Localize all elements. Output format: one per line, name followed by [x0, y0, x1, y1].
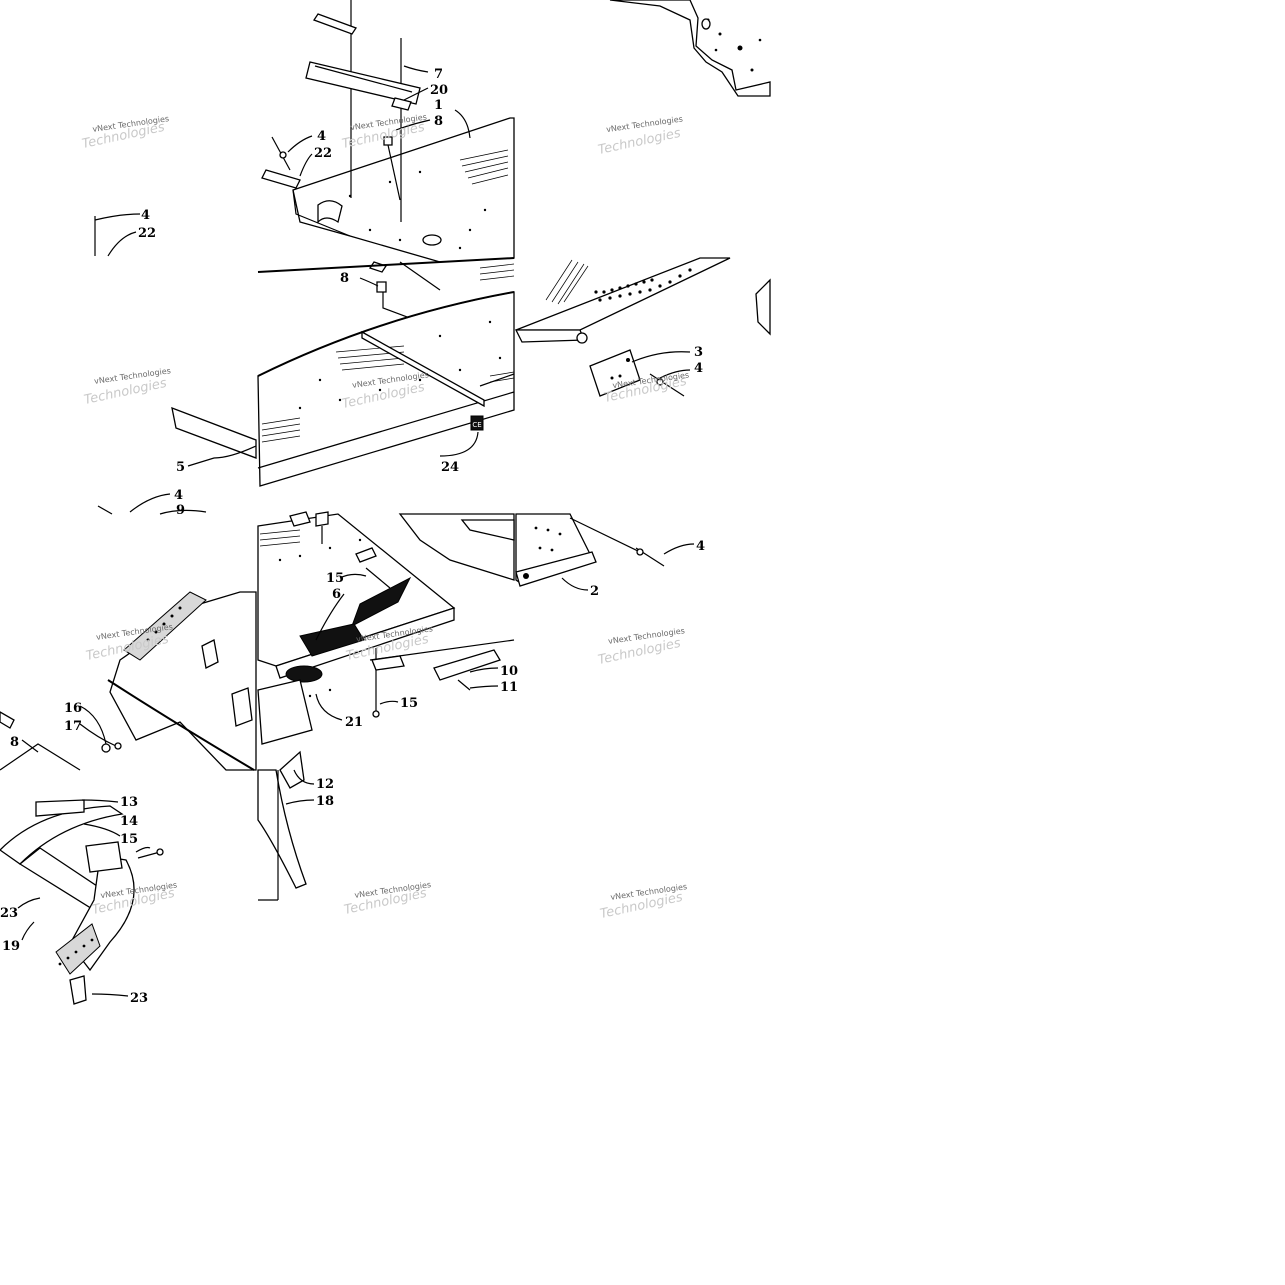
rear-grab-handle [107, 591, 257, 771]
plate-22a [261, 169, 301, 189]
callout-6: 6 [332, 587, 341, 602]
nut-16 [101, 743, 111, 753]
bumper-bar-lower [0, 711, 164, 1005]
callout-22: 22 [138, 226, 156, 241]
callout-15: 15 [326, 571, 344, 586]
side-rail-plate [514, 257, 731, 344]
hatch-lower-center [259, 529, 301, 547]
bumper-8a [383, 136, 393, 146]
ce-decal-text: CE [472, 421, 481, 429]
callout-13: 13 [120, 795, 138, 810]
callout-24: 24 [441, 460, 459, 475]
callout-5: 5 [176, 460, 185, 475]
tunnel-rear-section [257, 511, 456, 745]
callout-14: 14 [120, 814, 138, 829]
callout-15: 15 [400, 696, 418, 711]
bumper-8b [376, 281, 387, 293]
rail-end-piece [755, 278, 771, 336]
skid-plate-rear [609, 0, 771, 97]
tunnel-brace [305, 61, 421, 105]
callout-22: 22 [314, 146, 332, 161]
callout-8: 8 [10, 735, 19, 750]
callout-12: 12 [316, 777, 334, 792]
callout-23: 23 [0, 906, 18, 921]
callout-labels: 7 20 1 8 4 22 4 22 8 3 4 24 5 4 9 4 15 6… [0, 67, 705, 1006]
callout-21: 21 [345, 715, 363, 730]
grip-10 [433, 649, 501, 681]
rivet-8 [368, 261, 388, 273]
callout-8: 8 [434, 114, 443, 129]
callout-11: 11 [500, 680, 518, 695]
mud-flap-18 [257, 769, 307, 889]
bracket-12 [279, 750, 305, 789]
callout-10: 10 [500, 664, 518, 679]
callout-2: 2 [590, 584, 599, 599]
callout-23: 23 [130, 991, 148, 1006]
callout-19: 19 [2, 939, 20, 954]
callout-4: 4 [174, 488, 183, 503]
skid-bracket-2 [515, 513, 597, 587]
tunnel-mid-section: CE [257, 263, 515, 487]
running-board-strip [171, 406, 257, 459]
tunnel-top-plate [292, 117, 515, 263]
rail-strip-top [313, 13, 357, 35]
callout-16: 16 [64, 701, 82, 716]
tunnel-edge-line [257, 257, 515, 273]
callout-7: 7 [434, 67, 443, 82]
bracket-20 [391, 97, 412, 111]
callout-17: 17 [64, 719, 82, 734]
washer-17 [114, 742, 122, 750]
callout-20: 20 [430, 83, 448, 98]
callout-4: 4 [141, 208, 150, 223]
callout-3: 3 [694, 345, 703, 360]
callout-1: 1 [434, 98, 443, 113]
callout-18: 18 [316, 794, 334, 809]
callout-4: 4 [696, 539, 705, 554]
callout-9: 9 [176, 503, 185, 518]
callout-8: 8 [340, 271, 349, 286]
callout-4: 4 [317, 129, 326, 144]
callout-15: 15 [120, 832, 138, 847]
callout-4: 4 [694, 361, 703, 376]
